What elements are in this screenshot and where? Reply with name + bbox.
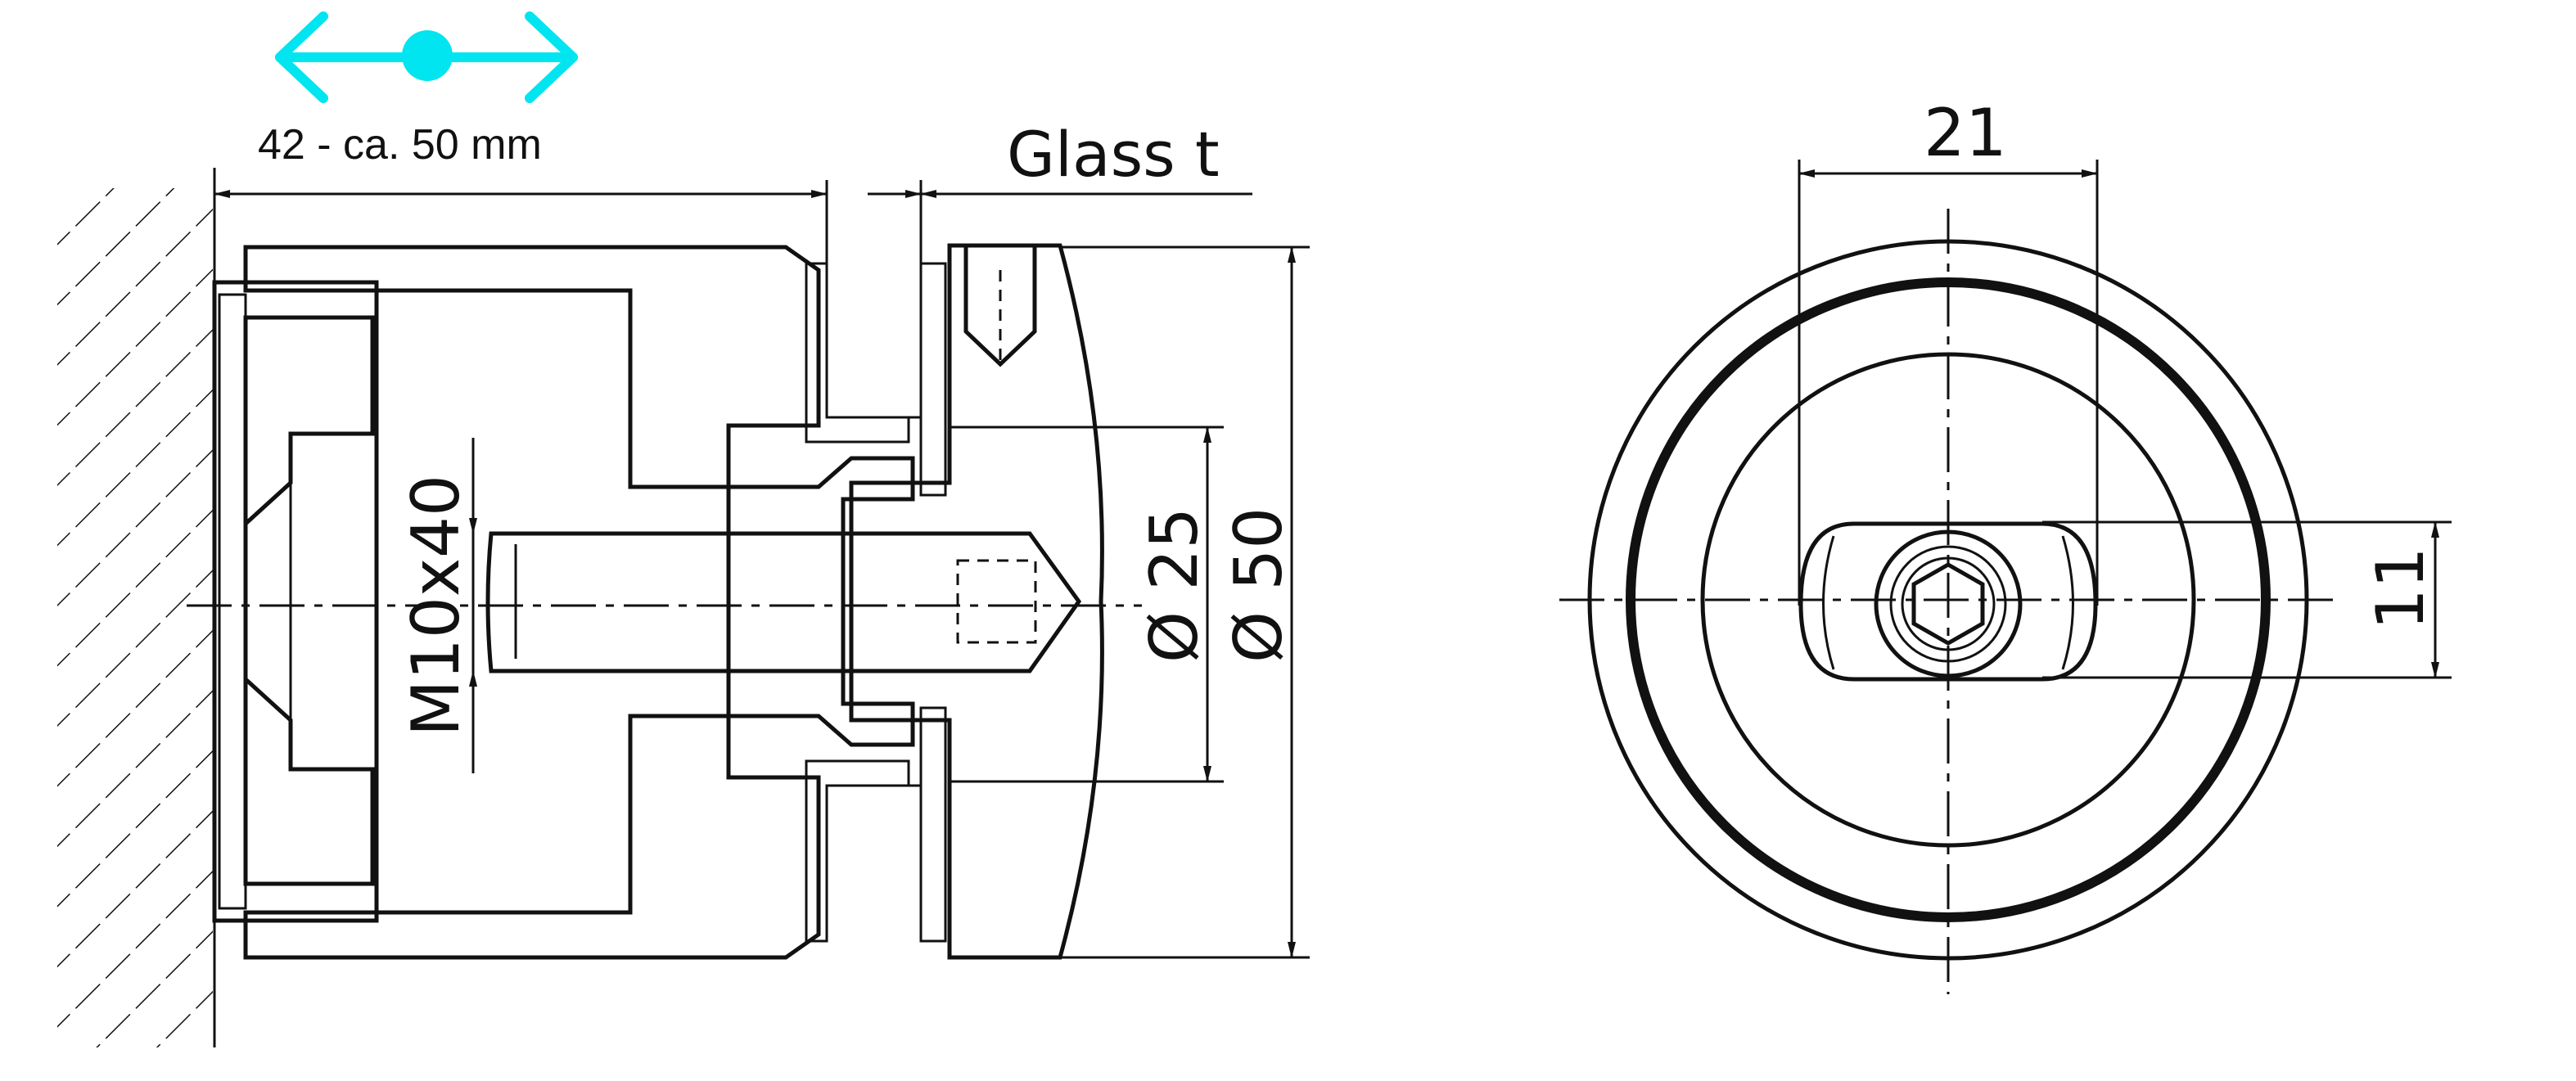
- thread-size-label: M10x40: [398, 475, 474, 736]
- width-21-label: 21: [1924, 95, 2007, 171]
- diameter-dimensions: [950, 245, 1310, 959]
- diameter-25-label: Ø 25: [1136, 507, 1212, 663]
- width-21-dimension: [1798, 160, 2099, 606]
- glass-thickness-label: Glass t: [1007, 118, 1220, 191]
- top-dimension-lines: [214, 180, 1252, 270]
- adjust-arrow-icon: [275, 11, 578, 103]
- adjust-range-label: 42 - ca. 50 mm: [258, 121, 542, 169]
- diameter-50-label: Ø 50: [1220, 507, 1297, 663]
- section-view: [212, 243, 1104, 960]
- height-11-label: 11: [2362, 547, 2438, 630]
- height-11-dimension: [2042, 520, 2452, 679]
- wall: [57, 168, 216, 1047]
- front-view: [1559, 209, 2341, 994]
